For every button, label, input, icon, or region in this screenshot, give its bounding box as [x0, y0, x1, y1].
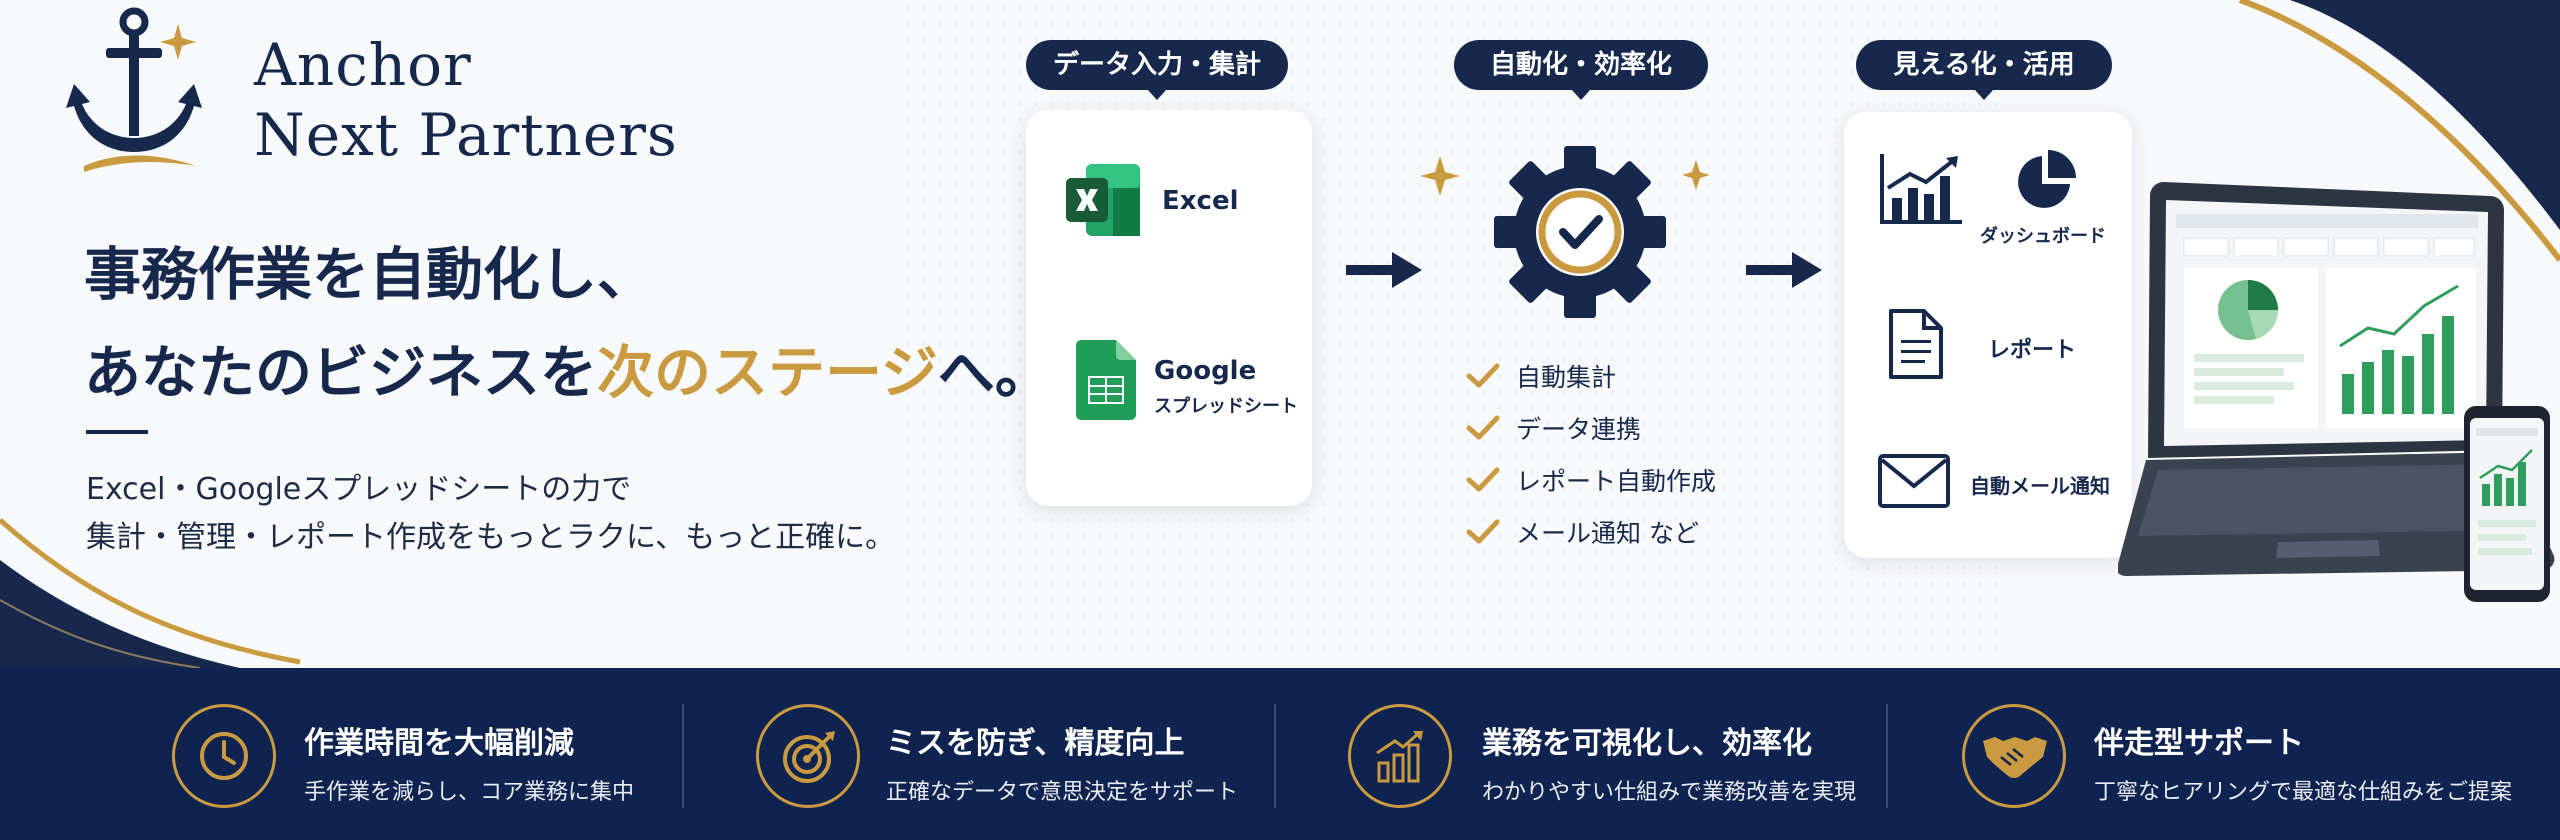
handshake-icon: [1983, 737, 2047, 778]
pie-chart-icon: [2018, 150, 2076, 208]
excel-label: Excel: [1162, 186, 1239, 216]
feature-title: 伴走型サポート: [2094, 726, 2304, 761]
mail-label: 自動メール通知: [1970, 474, 2110, 498]
checklist-label: レポート自動作成: [1516, 467, 1717, 496]
feature-title: 作業時間を大幅削減: [304, 726, 574, 761]
checklist-item: メール通知 など: [1466, 506, 1716, 558]
check-icon: [1466, 363, 1500, 388]
headline-rule: [86, 430, 148, 434]
feature-desc: 手作業を減らし、コア業務に集中: [304, 780, 635, 805]
brand-name-line1: Anchor: [254, 31, 472, 99]
clock-icon: [200, 732, 248, 780]
headline: 事務作業を自動化し、 あなたのビジネスを次のステージへ。: [84, 226, 1052, 422]
output-card: ダッシュボード レポート 自動メール通知: [1844, 112, 2132, 558]
feature-icon-ring: [1348, 704, 1452, 808]
feature-divider: [1274, 704, 1276, 808]
automation-checklist: 自動集計 データ連携 レポート自動作成 メール通知 など: [1466, 350, 1716, 558]
check-icon: [1466, 519, 1500, 544]
checklist-label: データ連携: [1516, 415, 1642, 444]
arrow-right-icon: [1346, 252, 1422, 288]
check-icon: [1466, 415, 1500, 440]
dashboard-label: ダッシュボード: [1980, 226, 2106, 247]
feature-divider: [1886, 704, 1888, 808]
brand-name-line2: Next Partners: [254, 101, 678, 169]
step-input-pill: データ入力・集計: [1026, 40, 1288, 100]
checklist-item: データ連携: [1466, 402, 1716, 454]
checklist-label: メール通知 など: [1516, 519, 1699, 548]
feature-desc: 丁寧なヒアリングで最適な仕組みをご提案: [2094, 780, 2513, 805]
mail-icon: [1878, 454, 1950, 508]
checklist-item: レポート自動作成: [1466, 454, 1716, 506]
feature-icon-ring: [172, 704, 276, 808]
brand-name: Anchor Next Partners: [254, 30, 678, 170]
growth-chart-icon: [1376, 731, 1423, 783]
step-automation-pill: 自動化・効率化: [1454, 40, 1708, 100]
feature-icon-ring: [756, 704, 860, 808]
feature-icon-ring: [1962, 704, 2066, 808]
subtext-line2: 集計・管理・レポート作成をもっとラクに、もっと正確に。: [86, 520, 896, 555]
brand-logo[interactable]: Anchor Next Partners: [66, 6, 706, 176]
document-icon: [1889, 309, 1943, 379]
excel-icon: [1066, 164, 1140, 236]
headline-line1: 事務作業を自動化し、: [84, 242, 654, 308]
feature-desc: 正確なデータで意思決定をサポート: [886, 780, 1239, 805]
spreadsheet-label: スプレッドシート: [1154, 396, 1298, 417]
google-label: Google: [1154, 356, 1257, 386]
feature-bar: 作業時間を大幅削減 手作業を減らし、コア業務に集中 ミスを防ぎ、精度向上 正確な…: [0, 668, 2560, 840]
checklist-item: 自動集計: [1466, 350, 1716, 402]
laptop-phone-illustration: [2118, 182, 2555, 602]
arrow-right-icon: [1746, 252, 1822, 288]
subtext-line1: Excel・Googleスプレッドシートの力で: [86, 472, 632, 507]
anchor-logo-icon: [66, 7, 202, 172]
feature-item: 業務を可視化し、効率化 わかりやすい仕組みで業務改善を実現: [1276, 668, 1886, 840]
gear-check-icon: [1420, 146, 1710, 318]
check-icon: [1466, 467, 1500, 492]
headline-accent: 次のステージ: [597, 340, 938, 406]
report-label: レポート: [1988, 338, 2077, 363]
feature-title: ミスを防ぎ、精度向上: [886, 726, 1185, 761]
feature-divider: [682, 704, 684, 808]
feature-item: ミスを防ぎ、精度向上 正確なデータで意思決定をサポート: [680, 668, 1270, 840]
headline-line2: あなたのビジネスを次のステージへ。: [84, 324, 1052, 422]
feature-item: 作業時間を大幅削減 手作業を減らし、コア業務に集中: [0, 668, 680, 840]
checklist-label: 自動集計: [1516, 363, 1617, 392]
google-sheets-icon: [1076, 340, 1136, 420]
input-card: Excel Google スプレッドシート: [1026, 110, 1312, 506]
feature-title: 業務を可視化し、効率化: [1482, 726, 1812, 761]
feature-item: 伴走型サポート 丁寧なヒアリングで最適な仕組みをご提案: [1888, 668, 2560, 840]
bar-chart-icon: [1880, 154, 1962, 224]
target-icon: [783, 731, 835, 783]
feature-desc: わかりやすい仕組みで業務改善を実現: [1482, 780, 1857, 805]
subtext: Excel・Googleスプレッドシートの力で 集計・管理・レポート作成をもっと…: [86, 466, 895, 562]
headline-line2-prefix: あなたのビジネスを: [84, 340, 597, 406]
step-visualize-pill: 見える化・活用: [1856, 40, 2112, 100]
